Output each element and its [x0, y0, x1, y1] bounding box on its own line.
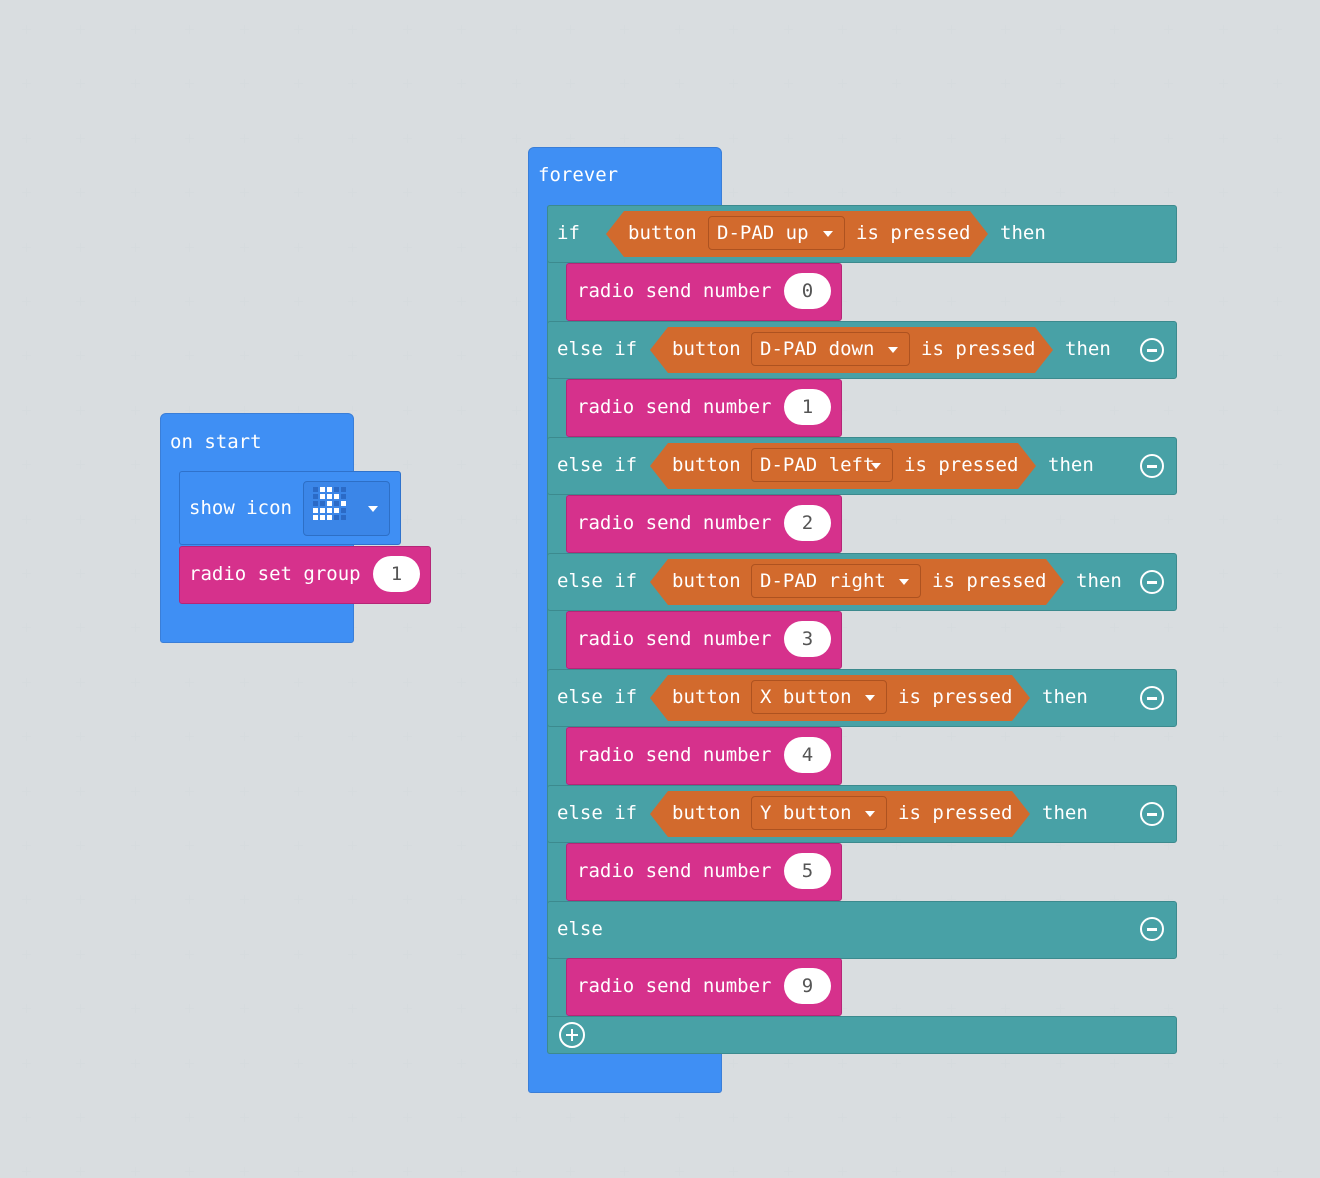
send-number-input[interactable]: 5 — [784, 853, 831, 889]
button-dropdown[interactable]: D-PAD up — [708, 216, 845, 250]
radio-send-number-label: radio send number — [577, 628, 772, 650]
radio-send-number-label: radio send number — [577, 280, 772, 302]
button-dropdown-value: D-PAD up — [717, 222, 809, 244]
else-keyword: else — [557, 918, 603, 940]
radio-send-number-label: radio send number — [577, 396, 772, 418]
button-word: button — [672, 454, 741, 476]
chevron-down-icon[interactable] — [823, 231, 833, 237]
send-number-input[interactable]: 4 — [784, 737, 831, 773]
dpad-icon — [313, 487, 346, 520]
button-dropdown-value: D-PAD down — [760, 338, 875, 360]
send-number-input[interactable]: 0 — [784, 273, 831, 309]
branch-keyword: else if — [557, 338, 638, 360]
send-number-input[interactable]: 9 — [784, 968, 831, 1004]
branch-keyword: else if — [557, 802, 638, 824]
is-pressed-word: is pressed — [898, 802, 1013, 824]
send-number-input[interactable]: 3 — [784, 621, 831, 657]
add-branch-icon[interactable] — [559, 1022, 585, 1048]
then-word: then — [1042, 686, 1088, 708]
show-icon-label: show icon — [189, 497, 292, 519]
remove-branch-icon[interactable] — [1140, 802, 1164, 826]
branch-keyword: else if — [557, 686, 638, 708]
is-pressed-word: is pressed — [932, 570, 1047, 592]
radio-send-number-label: radio send number — [577, 744, 772, 766]
button-dropdown[interactable]: D-PAD down — [751, 332, 910, 366]
send-number-input[interactable]: 2 — [784, 505, 831, 541]
if-block-footer — [547, 1016, 1177, 1054]
button-word: button — [672, 686, 741, 708]
button-word: button — [628, 222, 697, 244]
button-dropdown[interactable]: X button — [751, 680, 887, 714]
radio-set-group-label: radio set group — [189, 563, 361, 585]
forever-label: forever — [538, 164, 619, 186]
then-word: then — [1042, 802, 1088, 824]
button-word: button — [672, 570, 741, 592]
then-word: then — [1000, 222, 1046, 244]
branch-keyword: if — [557, 222, 580, 244]
is-pressed-word: is pressed — [898, 686, 1013, 708]
chevron-down-icon[interactable] — [899, 579, 909, 585]
forever-spine — [529, 205, 547, 1063]
chevron-down-icon[interactable] — [865, 695, 875, 701]
remove-branch-icon[interactable] — [1140, 686, 1164, 710]
button-dropdown-value: D-PAD right — [760, 570, 886, 592]
button-dropdown-value: X button — [760, 686, 852, 708]
radio-send-number-label: radio send number — [577, 975, 772, 997]
then-word: then — [1076, 570, 1122, 592]
chevron-down-icon[interactable] — [368, 506, 378, 512]
remove-branch-icon[interactable] — [1140, 338, 1164, 362]
remove-branch-icon[interactable] — [1140, 454, 1164, 478]
send-number-input[interactable]: 1 — [784, 389, 831, 425]
else-row[interactable] — [547, 901, 1177, 959]
is-pressed-word: is pressed — [921, 338, 1036, 360]
chevron-down-icon[interactable] — [865, 811, 875, 817]
on-start-label: on start — [170, 431, 262, 453]
radio-send-number-label: radio send number — [577, 860, 772, 882]
button-dropdown[interactable]: Y button — [751, 796, 887, 830]
button-dropdown-value: D-PAD left — [760, 454, 875, 476]
chevron-down-icon[interactable] — [888, 347, 898, 353]
button-dropdown-value: Y button — [760, 802, 852, 824]
branch-keyword: else if — [557, 570, 638, 592]
remove-else-icon[interactable] — [1140, 917, 1164, 941]
branch-keyword: else if — [557, 454, 638, 476]
group-number-input[interactable]: 1 — [373, 556, 420, 592]
is-pressed-word: is pressed — [904, 454, 1019, 476]
radio-send-number-label: radio send number — [577, 512, 772, 534]
button-dropdown[interactable]: D-PAD left — [751, 448, 893, 482]
then-word: then — [1065, 338, 1111, 360]
remove-branch-icon[interactable] — [1140, 570, 1164, 594]
button-word: button — [672, 338, 741, 360]
button-word: button — [672, 802, 741, 824]
then-word: then — [1048, 454, 1094, 476]
button-dropdown[interactable]: D-PAD right — [751, 564, 921, 598]
chevron-down-icon[interactable] — [871, 463, 881, 469]
is-pressed-word: is pressed — [856, 222, 971, 244]
